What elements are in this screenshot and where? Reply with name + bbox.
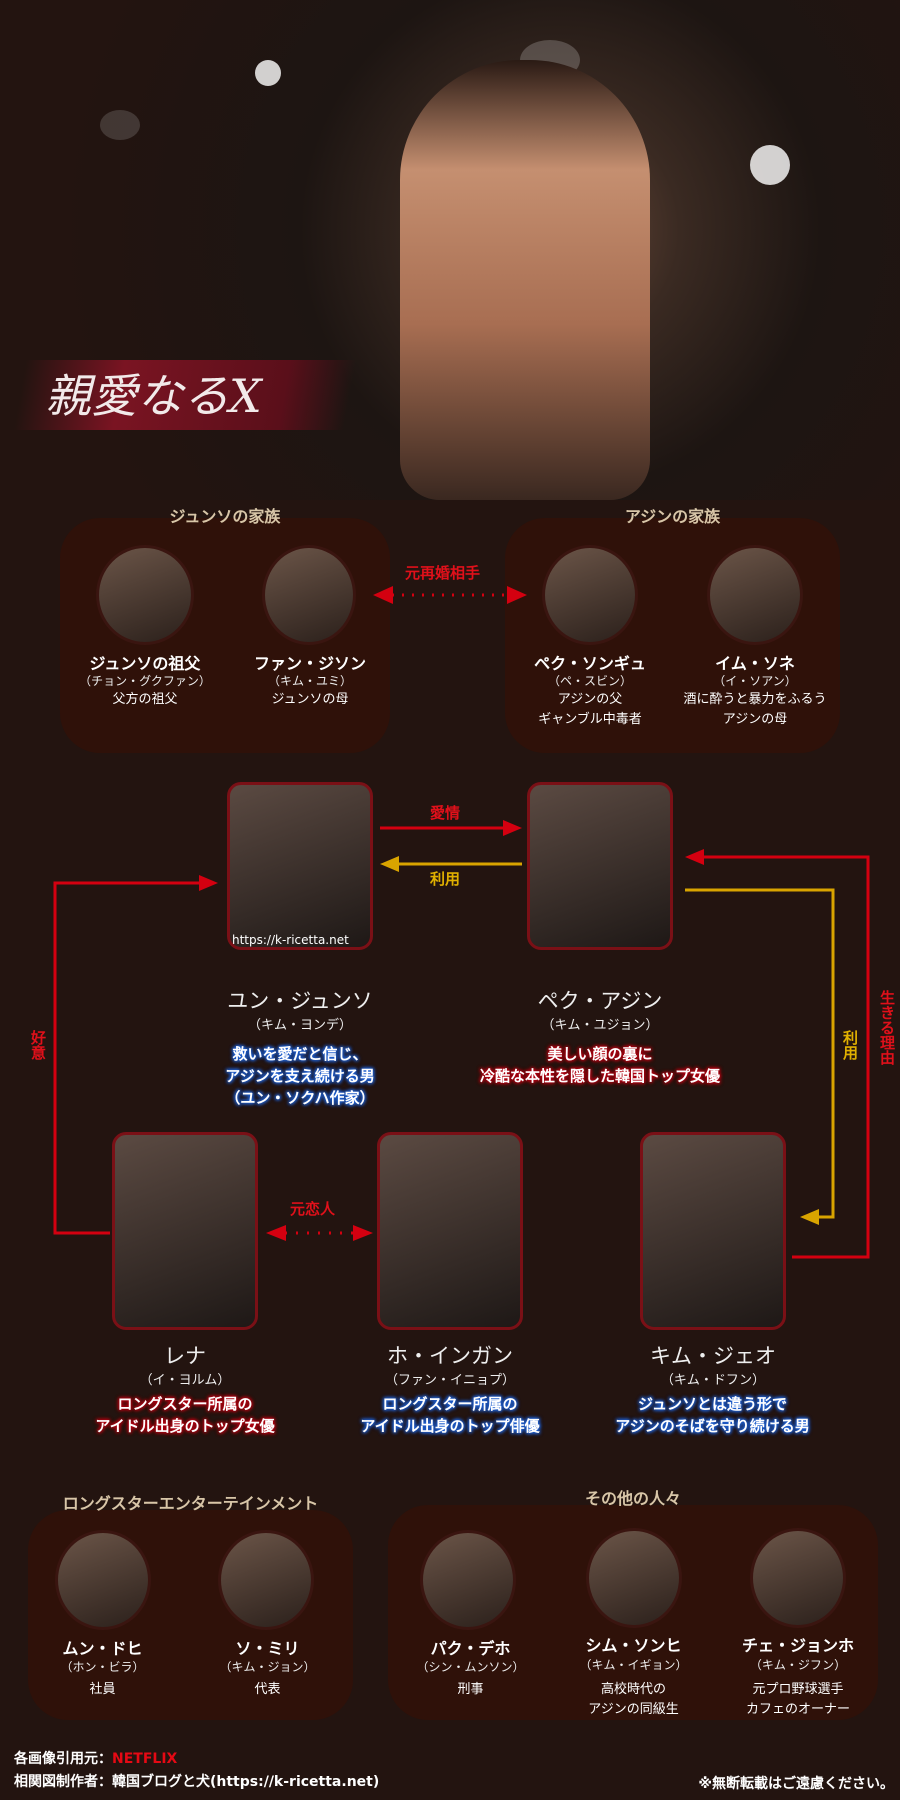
actor-name: （ペ・スビン） — [547, 674, 632, 688]
character-name: ユン・ジュンソ — [227, 989, 373, 1013]
character-desc: （ユン・ソクハ作家） — [225, 1089, 375, 1107]
ho-ingan-photo — [377, 1132, 523, 1330]
character-desc: 社員 — [89, 1682, 116, 1697]
actor-name: （シン・ムンソン） — [416, 1660, 525, 1674]
ex-lover-arrow — [266, 1225, 373, 1241]
character-desc: 酒に酔うと暴力をふるう — [683, 692, 827, 707]
park-daeho-photo — [420, 1530, 516, 1630]
character-name: パク・デホ — [430, 1639, 511, 1658]
watermark: https://k-ricetta.net — [232, 933, 349, 947]
ajin-photo — [527, 782, 673, 950]
character-desc: 冷酷な本性を隠した韓国トップ女優 — [479, 1067, 720, 1085]
ajin-family-title: アジンの家族 — [624, 507, 721, 526]
character-desc: アジンのそばを守り続ける男 — [615, 1417, 810, 1435]
actor-name: （イ・ヨルム） — [139, 1373, 231, 1388]
character-desc: ロングスター所属の — [117, 1395, 253, 1413]
character-desc: ギャンブル中毒者 — [538, 712, 642, 727]
actor-name: （キム・イギョン） — [579, 1658, 688, 1672]
actor-name: （キム・ヨンデ） — [247, 1018, 352, 1033]
reason-to-live-label: 生きる理由 — [877, 990, 898, 1065]
character-name: ペク・ソンギュ — [534, 654, 646, 673]
bokeh-light — [100, 110, 140, 140]
use-arrow — [380, 856, 522, 872]
character-name: ジュンソの祖父 — [89, 654, 201, 673]
reason-to-live-arrow — [685, 849, 870, 1259]
goodwill-arrow — [53, 875, 218, 1235]
character-desc: 救いを愛だと信じ、 — [232, 1045, 368, 1063]
rena-photo — [112, 1132, 258, 1330]
character-desc: アイドル出身のトップ俳優 — [360, 1417, 540, 1435]
grandfather-photo — [96, 545, 194, 645]
character-desc: アジンを支え続ける男 — [225, 1067, 375, 1085]
character-name: ペク・アジン — [537, 989, 663, 1013]
actor-name: （ファン・イニョプ） — [384, 1373, 515, 1388]
source-label: 各画像引用元： — [14, 1751, 112, 1767]
character-desc: 父方の祖父 — [112, 692, 178, 707]
character-name: シム・ソンヒ — [585, 1636, 682, 1655]
character-desc: アジンの父 — [557, 692, 623, 707]
choi-jongho-photo — [750, 1528, 846, 1628]
mother-photo — [707, 545, 803, 645]
actor-name: （キム・ジフン） — [749, 1658, 847, 1672]
character-desc: カフェのオーナー — [745, 1702, 850, 1717]
actress-photo — [400, 60, 650, 500]
character-desc: アジンの母 — [722, 712, 788, 727]
character-name: キム・ジェオ — [650, 1344, 776, 1368]
character-name: レナ — [164, 1344, 206, 1368]
character-name: チェ・ジョンホ — [741, 1636, 854, 1655]
use-label: 利用 — [430, 870, 461, 888]
character-desc: 美しい顔の裏に — [547, 1045, 653, 1063]
character-desc: 代表 — [254, 1682, 281, 1697]
character-name: ホ・インガン — [387, 1344, 513, 1368]
junso-photo: https://k-ricetta.net — [227, 782, 373, 950]
netflix-source: NETFLIX — [112, 1751, 178, 1767]
character-name: ソ・ミリ — [235, 1639, 300, 1658]
actor-name: （キム・ジョン） — [219, 1660, 316, 1674]
actor-name: （ホン・ビラ） — [60, 1660, 145, 1674]
character-desc: ロングスター所属の — [382, 1395, 518, 1413]
use-arrow-2 — [685, 888, 835, 1225]
character-desc: 刑事 — [457, 1682, 484, 1697]
bokeh-light — [255, 60, 281, 86]
character-desc: 高校時代の — [600, 1682, 666, 1697]
actor-name: （チョン・グクファン） — [79, 674, 211, 688]
character-name: ムン・ドヒ — [62, 1639, 143, 1658]
mun-dohi-photo — [55, 1530, 151, 1630]
goodwill-label: 好意 — [29, 1030, 47, 1060]
father-photo — [542, 545, 638, 645]
others-title: その他の人々 — [584, 1489, 681, 1508]
use-label-2: 利用 — [841, 1030, 859, 1060]
author-credit: 相関図制作者：韓国ブログと犬(https://k-ricetta.net) — [14, 1774, 380, 1790]
character-desc: アイドル出身のトップ女優 — [95, 1417, 275, 1435]
copyright-notice: ※無断転載はご遠慮ください。 — [698, 1776, 894, 1792]
character-desc: 元プロ野球選手 — [752, 1682, 844, 1697]
longstar-title: ロングスターエンターテインメント — [62, 1494, 319, 1513]
remarriage-arrow — [373, 586, 527, 604]
ex-lover-label: 元恋人 — [290, 1200, 336, 1218]
character-name: ファン・ジソン — [253, 654, 366, 673]
character-desc: ジュンソの母 — [271, 692, 349, 707]
actor-name: （イ・ソアン） — [713, 674, 797, 688]
love-arrow — [380, 820, 522, 836]
junso-family-title: ジュンソの家族 — [169, 507, 281, 526]
remarriage-label: 元再婚相手 — [405, 564, 481, 582]
character-name: イム・ソネ — [715, 654, 795, 673]
image-source: 各画像引用元：NETFLIX — [14, 1748, 177, 1768]
sim-sonhi-photo — [586, 1528, 682, 1628]
character-desc: ジュンソとは違う形で — [638, 1395, 787, 1413]
kim-jaeo-photo — [640, 1132, 786, 1330]
actor-name: （キム・ユミ） — [267, 674, 352, 688]
love-label: 愛情 — [430, 804, 461, 822]
character-desc: アジンの同級生 — [588, 1702, 679, 1717]
actor-name: （キム・ドフン） — [660, 1373, 766, 1388]
bokeh-light — [750, 145, 790, 185]
so-miri-photo — [218, 1530, 314, 1630]
actor-name: （キム・ユジョン） — [541, 1018, 659, 1033]
drama-title: 親愛なるX — [45, 369, 262, 423]
mother-photo — [262, 545, 356, 645]
